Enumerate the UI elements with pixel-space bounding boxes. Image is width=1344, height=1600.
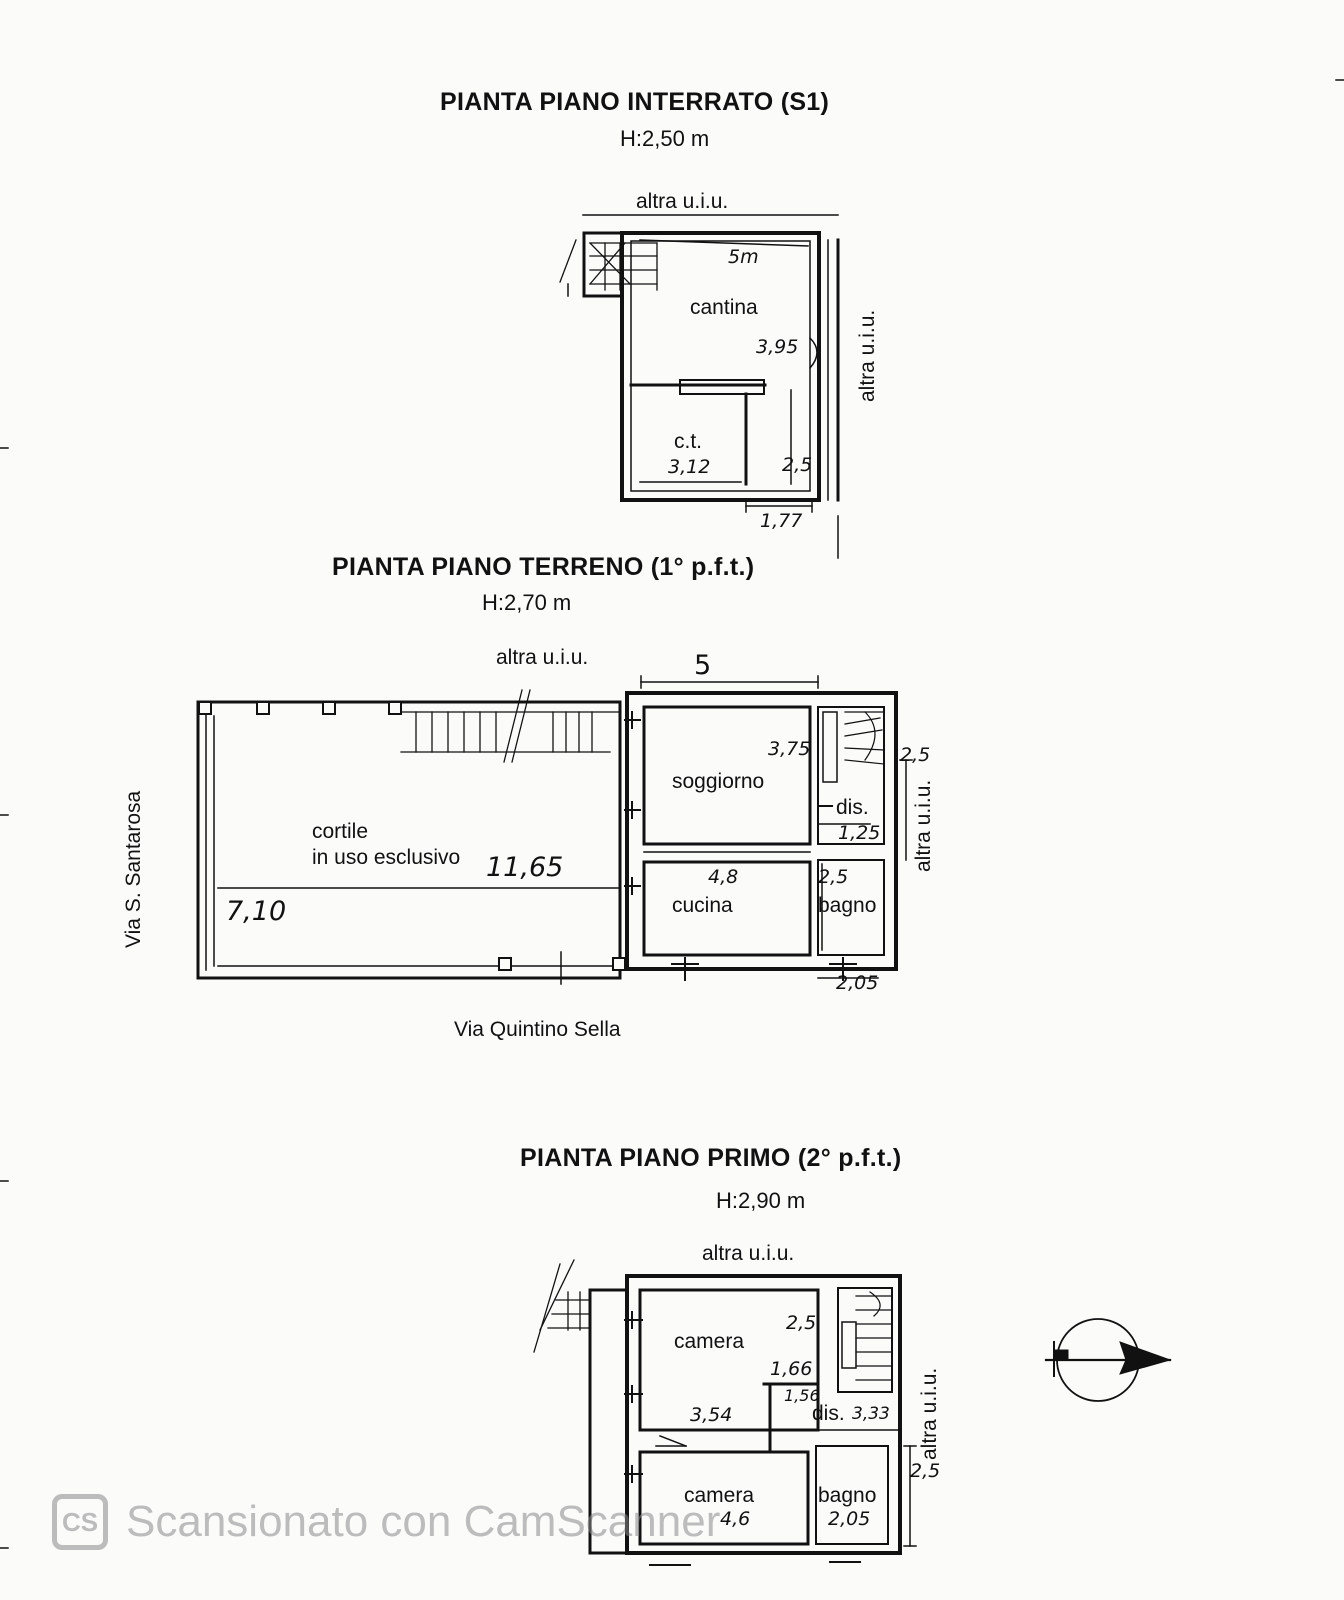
ground-dim-side: 2,5 — [900, 744, 931, 766]
room-camera-2: camera — [684, 1484, 755, 1507]
room-dis-first: dis. — [812, 1402, 845, 1425]
watermark-text: Scansionato con CamScanner — [126, 1497, 721, 1546]
first-height: H:2,90 m — [716, 1188, 806, 1213]
ground-dim-top: 5 — [694, 650, 712, 681]
room-soggiorno: soggiorno — [672, 770, 765, 793]
ground-dim-court-h: 7,10 — [226, 896, 287, 927]
basement-plan — [559, 214, 840, 559]
first-neighbor-right: altra u.i.u. — [918, 1367, 941, 1460]
first-plan — [533, 1259, 917, 1566]
first-dim-bagno: 2,05 — [828, 1508, 871, 1530]
first-title: PIANTA PIANO PRIMO (2° p.f.t.) — [520, 1144, 902, 1172]
first-dim-b: 1,56 — [784, 1386, 820, 1405]
room-ct: c.t. — [674, 430, 703, 453]
room-bagno-ground: bagno — [818, 894, 877, 917]
ground-dim-soggiorno: 3,75 — [768, 738, 811, 760]
street-left: Via S. Santarosa — [122, 790, 145, 948]
first-dim-camera2-w: 4,6 — [720, 1508, 751, 1530]
first-dim-camera-h: 2,5 — [786, 1312, 817, 1334]
basement-title: PIANTA PIANO INTERRATO (S1) — [440, 88, 830, 116]
ground-height: H:2,70 m — [482, 590, 572, 615]
basement-dim-top: 5m — [728, 246, 759, 268]
basement-dim-bottom: 1,77 — [760, 510, 803, 532]
first-neighbor-top: altra u.i.u. — [702, 1242, 795, 1265]
room-dis-ground: dis. — [836, 796, 869, 819]
courtyard-label-2: in uso esclusivo — [312, 846, 461, 869]
first-dim-camera-w: 3,54 — [690, 1404, 733, 1426]
street-bottom: Via Quintino Sella — [454, 1018, 621, 1041]
room-camera-1: camera — [674, 1330, 745, 1353]
north-arrow-icon — [1044, 1318, 1172, 1402]
first-dim-a: 1,66 — [770, 1358, 813, 1380]
ground-dim-dis: 1,25 — [838, 822, 881, 844]
basement-neighbor-top: altra u.i.u. — [636, 190, 729, 213]
ground-dim-bagno: 2,5 — [818, 866, 849, 888]
ground-dim-courtyard: 11,65 — [486, 852, 564, 883]
camscanner-watermark: CS Scansionato con CamScanner — [52, 1492, 720, 1552]
courtyard-label-1: cortile — [312, 820, 369, 843]
ground-plan — [196, 675, 913, 985]
room-cantina: cantina — [690, 296, 758, 319]
ground-title: PIANTA PIANO TERRENO (1° p.f.t.) — [332, 553, 755, 581]
camscanner-logo-icon: CS — [52, 1494, 108, 1550]
first-dim-side: 2,5 — [910, 1460, 941, 1482]
basement-neighbor-right: altra u.i.u. — [856, 309, 879, 402]
ground-neighbor-right: altra u.i.u. — [912, 779, 935, 872]
ground-dim-cucina: 4,8 — [708, 866, 739, 888]
room-cucina: cucina — [672, 894, 733, 917]
ground-neighbor-top: altra u.i.u. — [496, 646, 589, 669]
first-dim-dis: 3,33 — [852, 1404, 890, 1424]
basement-height: H:2,50 m — [620, 126, 710, 151]
basement-dim-side: 2,5 — [782, 454, 813, 476]
basement-dim-ct: 3,12 — [668, 456, 711, 478]
ground-dim-bottom: 2,05 — [836, 972, 879, 994]
room-bagno-first: bagno — [818, 1484, 877, 1507]
basement-dim-cantina: 3,95 — [756, 336, 799, 358]
